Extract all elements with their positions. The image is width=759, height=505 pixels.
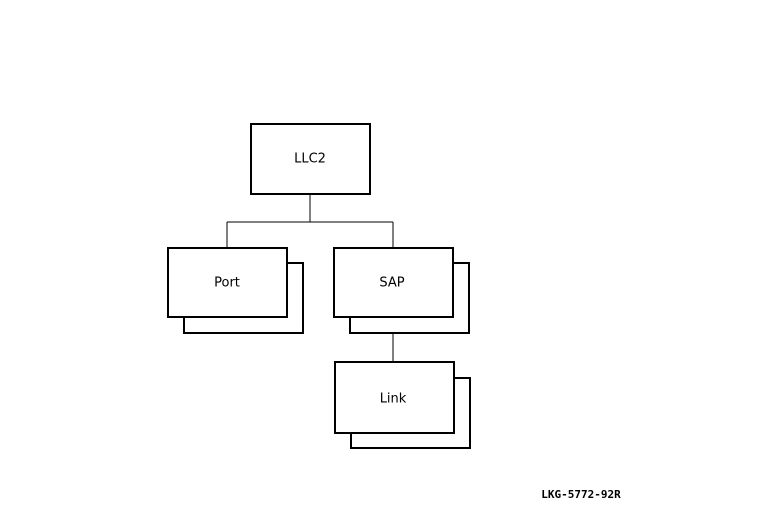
sap-box <box>333 247 454 318</box>
port-box <box>167 247 288 318</box>
node-link: Link <box>334 361 471 449</box>
llc2-box <box>250 123 371 195</box>
figure-id: LKG-5772-92R <box>541 488 621 501</box>
sap-label: SAP <box>379 276 404 291</box>
node-port: Port <box>167 247 304 334</box>
link-label: Link <box>380 392 407 407</box>
port-label: Port <box>214 276 240 291</box>
llc2-label: LLC2 <box>294 152 326 167</box>
node-sap: SAP <box>333 247 470 334</box>
connectors <box>226 194 394 362</box>
link-box <box>334 361 455 434</box>
node-llc2: LLC2 <box>250 123 371 195</box>
